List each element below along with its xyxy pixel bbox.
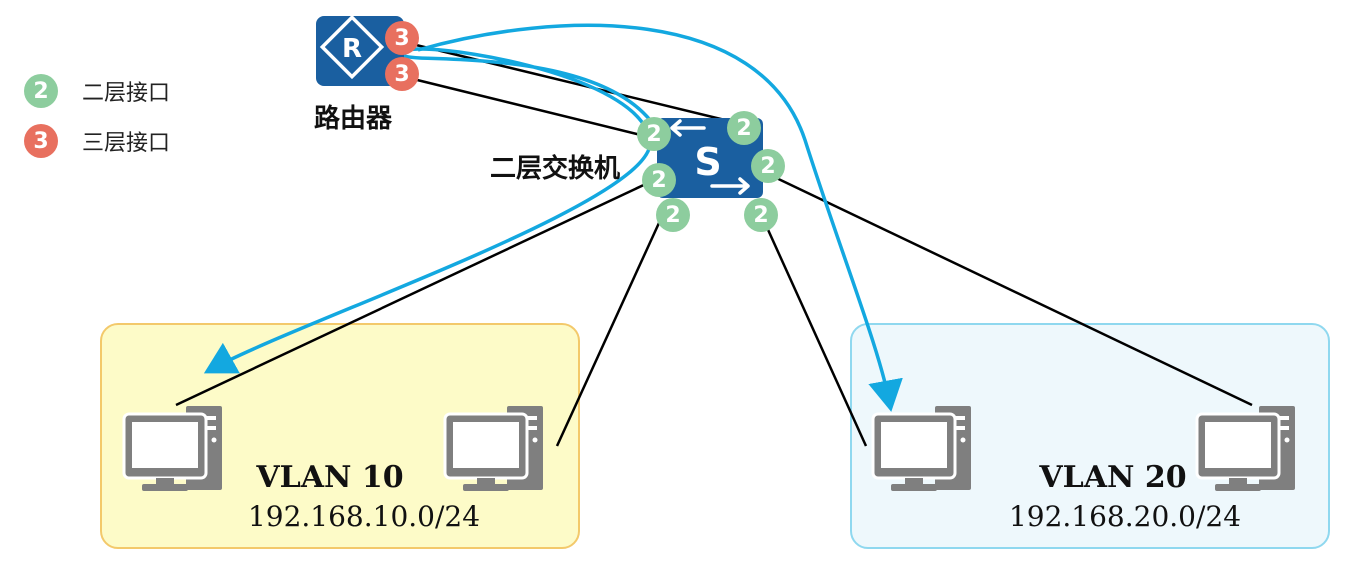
link-switch-pc3: [758, 211, 868, 447]
legend-layer2: 2 二层接口: [24, 74, 170, 108]
link-switch-pc1: [175, 180, 651, 407]
pc-vlan10-left[interactable]: [122, 404, 224, 493]
layer3-badge-icon: 3: [24, 124, 58, 158]
flow-arrow-to-vlan20: [417, 23, 903, 412]
switch-port-badge-5: 2: [656, 198, 690, 232]
router-label: 路由器: [314, 104, 393, 134]
legend-layer3: 3 三层接口: [24, 124, 170, 158]
legend-layer3-label: 三层接口: [82, 131, 171, 156]
pc-vlan20-right[interactable]: [1195, 404, 1297, 493]
switch-port-badge-4: 2: [642, 163, 676, 197]
link-switch-pc2: [555, 211, 666, 447]
pc-vlan20-left[interactable]: [871, 404, 973, 493]
pc-vlan10-right[interactable]: [443, 404, 545, 493]
link-router-switch-1: [411, 42, 726, 122]
switch-port-badge-6: 2: [744, 198, 778, 232]
link-router-switch-2: [404, 75, 646, 138]
vlan10-name: VLAN 10: [256, 460, 404, 495]
vlan10-subnet: 192.168.10.0/24: [247, 500, 481, 533]
switch-port-badge-2: 2: [727, 111, 761, 145]
router-icon-letter: R: [342, 34, 362, 64]
link-switch-pc4: [767, 172, 1253, 407]
flow-arrow-to-vlan10: [203, 47, 652, 374]
router-port-badge-2: 3: [385, 57, 419, 91]
physical-links: [175, 42, 1253, 447]
layer2-badge-icon: 2: [24, 74, 58, 108]
switch-label: 二层交换机: [490, 154, 621, 184]
router-icon[interactable]: R: [316, 14, 404, 86]
legend-layer2-label: 二层接口: [82, 81, 171, 106]
router-port-badge-1: 3: [385, 21, 419, 55]
switch-icon-letter: S: [694, 140, 721, 184]
vlan20-name: VLAN 20: [1039, 460, 1187, 495]
switch-port-badge-3: 2: [751, 149, 785, 183]
vlan20-subnet: 192.168.20.0/24: [1008, 500, 1242, 533]
switch-port-badge-1: 2: [637, 117, 671, 151]
traffic-flow: [203, 23, 903, 412]
